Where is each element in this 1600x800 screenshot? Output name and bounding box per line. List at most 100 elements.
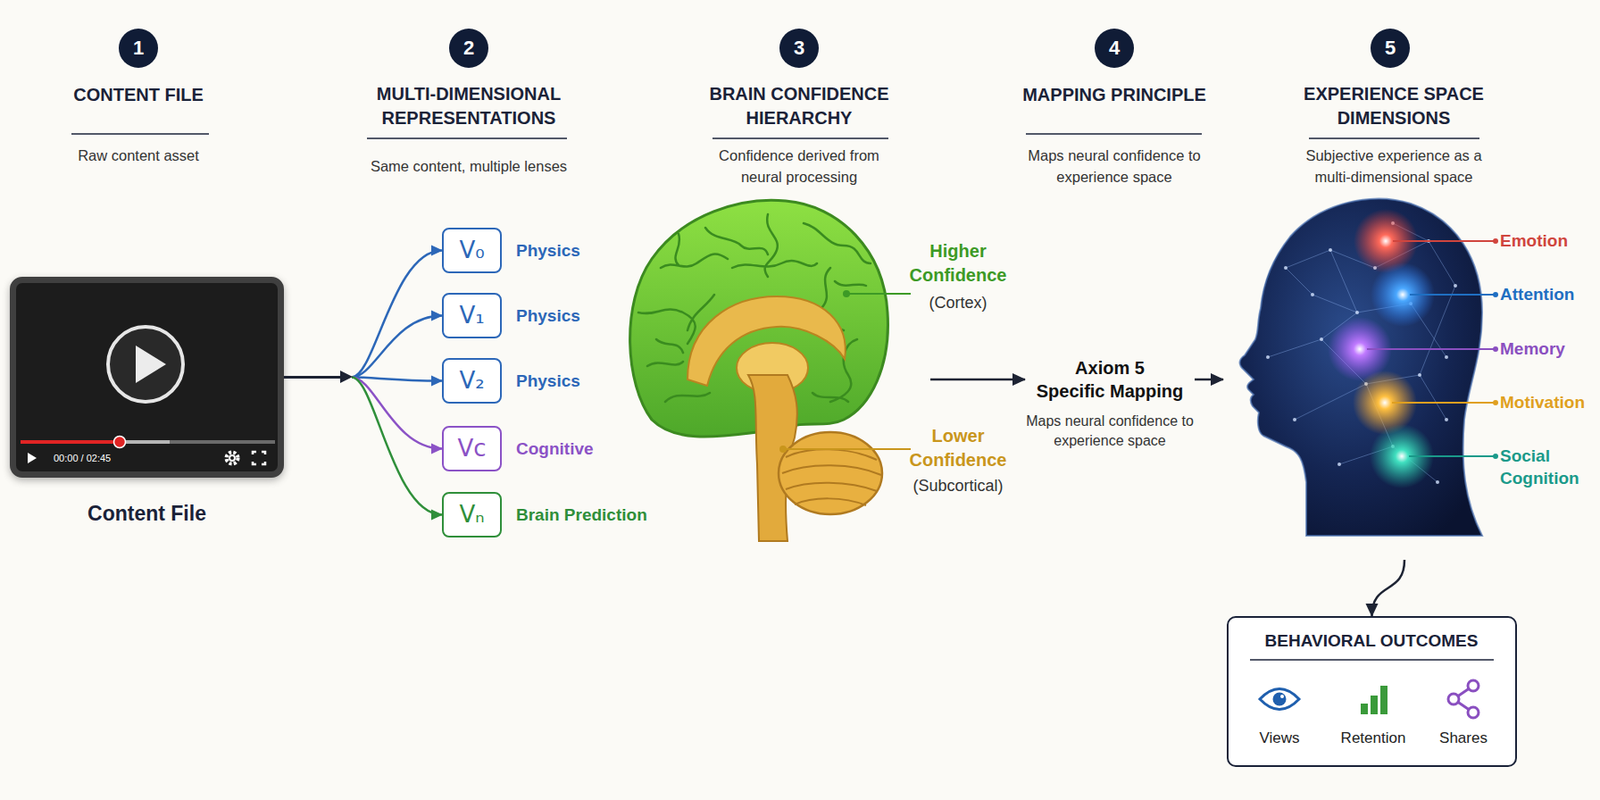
heading-underline <box>1025 133 1202 135</box>
column-subtitle: Confidence derived from neural processin… <box>702 144 896 188</box>
leader-line <box>1391 401 1496 404</box>
trunk-arrow-head <box>340 370 353 384</box>
representation-symbol: V₀ <box>443 229 500 272</box>
memory-glow <box>1327 316 1392 382</box>
motivation-glow <box>1352 370 1417 435</box>
connector-branch <box>351 377 442 516</box>
leader-dot <box>1492 238 1499 244</box>
brainstem <box>748 375 798 542</box>
step-number: 1 <box>118 28 159 68</box>
outcome-label: Retention <box>1328 729 1418 748</box>
representation-symbol: V₂ <box>443 359 500 402</box>
step-number-circle: 2 <box>449 28 489 68</box>
dimension-leaders <box>1366 241 1496 457</box>
leader-dot <box>1492 400 1499 406</box>
axiom-title: Axiom 5 Specific Mapping <box>1025 356 1195 403</box>
connector <box>283 250 442 378</box>
leader-dot <box>1492 453 1499 459</box>
representation-lens: Cognitive <box>516 427 594 470</box>
mapping-axiom: Axiom 5 Specific MappingMaps neural conf… <box>1025 356 1195 403</box>
connector-trunk <box>283 375 342 379</box>
leader-line <box>846 292 911 295</box>
head-silhouette <box>1240 199 1483 536</box>
step-number-circle: 1 <box>118 28 159 68</box>
heading-underline <box>366 137 567 140</box>
leader-line <box>1408 455 1496 458</box>
leader-line <box>1366 348 1496 350</box>
representation-symbol: Vₙ <box>443 493 500 536</box>
connector-branch <box>351 250 442 378</box>
connector-branch <box>351 377 442 382</box>
representation-lens: Brain Prediction <box>516 493 648 536</box>
connector-branch <box>351 316 442 378</box>
outcomes-title: BEHAVIORAL OUTCOMES <box>1228 630 1515 652</box>
leader-dot <box>842 290 850 298</box>
confidence-callout: Lower Confidence <box>904 424 1012 473</box>
cerebrum <box>630 200 889 437</box>
representation-lens: Physics <box>516 359 581 402</box>
heading-underline <box>71 133 209 135</box>
connector-trunk <box>283 375 342 379</box>
heading-underline <box>1308 137 1480 140</box>
column-heading: EXPERIENCE SPACE DIMENSIONS <box>1291 82 1497 131</box>
connector-trunk <box>283 375 342 379</box>
representation-lens: Physics <box>516 229 581 272</box>
connector <box>283 377 442 450</box>
representation-symbol: V₁ <box>443 294 500 337</box>
outcomes-box: BEHAVIORAL OUTCOMESViewsRetentionShares <box>1226 616 1517 767</box>
step-number-circle: 5 <box>1370 28 1410 68</box>
cerebellum <box>778 432 883 515</box>
dimension-label: Memory <box>1500 337 1600 360</box>
representation-box: V₀Physics <box>441 227 502 274</box>
dimension-label: Motivation <box>1500 391 1600 414</box>
dimension-label: Attention <box>1500 283 1600 306</box>
representation-symbol: Vc <box>443 427 500 470</box>
emotion-glow <box>1353 208 1418 274</box>
column-subtitle: Maps neural confidence to experience spa… <box>1026 144 1202 188</box>
neural-network-lines <box>1267 223 1456 483</box>
step-number-circle: 4 <box>1094 28 1134 68</box>
social-glow <box>1369 424 1434 489</box>
connector-branch <box>351 377 442 450</box>
leader-line <box>1409 293 1496 296</box>
column-subtitle: Same content, multiple lenses <box>334 155 603 177</box>
leader-dot <box>1492 346 1499 352</box>
content-file-caption: Content File <box>9 501 284 525</box>
connector-trunk <box>283 375 342 379</box>
connector-line <box>1194 378 1224 382</box>
dimension-label: Social Cognition <box>1500 444 1600 490</box>
representation-box: VcCognitive <box>441 425 502 472</box>
connector-line <box>930 378 1025 382</box>
representation-box: V₂Physics <box>441 358 502 404</box>
corpus-callosum <box>687 296 846 386</box>
leader-dot <box>779 445 787 453</box>
connector-line <box>1372 559 1406 617</box>
leader-line <box>1392 240 1496 242</box>
region-callout: (Subcortical) <box>904 475 1012 496</box>
leader-dot <box>1492 291 1499 298</box>
cerebellum-folds <box>782 449 882 506</box>
heading-underline <box>712 137 889 140</box>
experience-head: EmotionAttentionMemoryMotivationSocial C… <box>1223 199 1483 560</box>
connector <box>283 377 442 516</box>
representation-box: VₙBrain Prediction <box>441 491 502 538</box>
step-number: 5 <box>1370 28 1410 68</box>
representation-box: V₁Physics <box>441 292 502 339</box>
step-number: 3 <box>779 28 819 68</box>
step-number: 2 <box>449 28 489 68</box>
brain-gyri <box>638 214 871 402</box>
video-player: 00:00 / 02:45Content File <box>9 276 284 478</box>
column-heading: MULTI-DIMENSIONAL REPRESENTATIONS <box>352 82 585 131</box>
axiom-description: Maps neural confidence to experience spa… <box>1025 411 1195 451</box>
region-callout: (Cortex) <box>904 292 1012 313</box>
connector <box>1194 379 1224 381</box>
confidence-callout: Higher Confidence <box>904 239 1012 288</box>
representation-lens: Physics <box>516 294 581 337</box>
connector <box>1372 559 1406 617</box>
connector <box>283 316 442 378</box>
column-subtitle: Raw content asset <box>4 144 273 167</box>
timestamp: 00:00 / 02:45 <box>53 451 111 465</box>
column-heading: BRAIN CONFIDENCE HIERARCHY <box>696 82 902 131</box>
connector-trunk <box>283 375 342 379</box>
